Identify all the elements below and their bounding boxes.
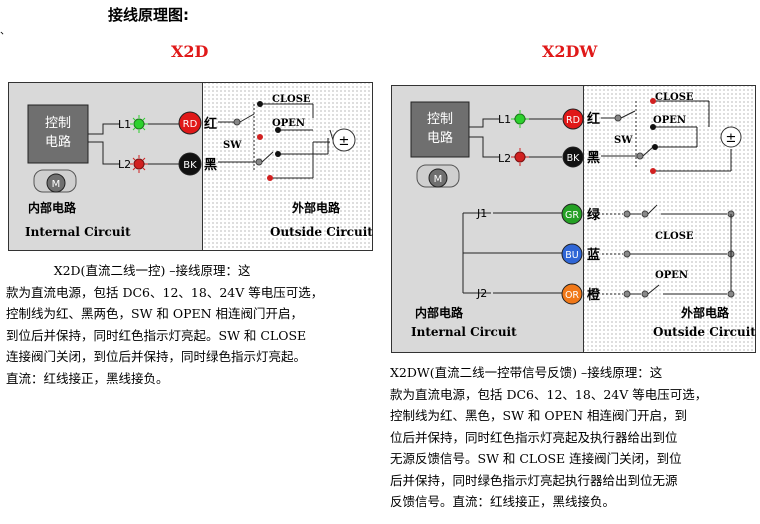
- controller-label-2: 电路: [45, 134, 71, 150]
- internal-circuit-cn: 内部电路: [28, 200, 77, 215]
- red-wire-label: 红: [204, 116, 217, 132]
- controller-box: [410, 101, 470, 158]
- internal-circuit-en: Internal Circuit: [411, 325, 517, 339]
- l2-label: L2: [498, 152, 511, 165]
- red-wire-label: 红: [587, 111, 600, 127]
- black-wire-label: 黑: [204, 158, 217, 173]
- motor-icon: [428, 168, 448, 188]
- green-indicator-icon: [130, 115, 148, 133]
- rd-terminal: [562, 108, 584, 130]
- bu-terminal: [561, 243, 583, 265]
- open-label: OPEN: [653, 115, 686, 126]
- outside-circuit-cn: 外部电路: [292, 200, 341, 215]
- controller-label-2: 电路: [427, 130, 453, 146]
- left-model-title: X2D: [171, 42, 209, 61]
- close-label: CLOSE: [272, 94, 311, 105]
- green-wire-label: 绿: [587, 207, 601, 223]
- svg-text:±: ±: [726, 131, 737, 146]
- internal-circuit-cn: 内部电路: [415, 305, 464, 320]
- svg-text:OR: OR: [565, 290, 579, 301]
- sw-label: SW: [223, 140, 242, 151]
- motor-icon: [46, 173, 66, 193]
- j1-label: J1: [476, 207, 487, 220]
- svg-text:BK: BK: [183, 160, 197, 171]
- internal-circuit-en: Internal Circuit: [25, 225, 131, 239]
- feedback-open-label: OPEN: [655, 270, 688, 281]
- x2dw-description: X2DW(直流二线一控带信号反馈) –接线原理：这 款为直流电源，包括 DC6、…: [390, 365, 708, 509]
- page-heading: 接线原理图:: [108, 6, 189, 24]
- red-indicator-icon: [130, 155, 148, 173]
- power-source-icon: [720, 126, 742, 148]
- outside-circuit-cn: 外部电路: [681, 305, 730, 320]
- controller-label-1: 控制: [45, 116, 71, 131]
- controller-label-1: 控制: [427, 112, 453, 127]
- outside-panel: [202, 82, 373, 251]
- or-terminal: [561, 283, 583, 305]
- feedback-close-label: CLOSE: [655, 231, 694, 242]
- x2d-description: X2D(直流二线一控) –接线原理：这 款为直流电源，包括 DC6、12、18、…: [6, 263, 324, 386]
- svg-text:±: ±: [339, 134, 350, 149]
- gr-terminal: [561, 203, 583, 225]
- rd-terminal: [178, 111, 202, 135]
- outside-circuit-en: Outside Circuit: [270, 225, 373, 239]
- close-label: CLOSE: [655, 92, 694, 103]
- l2-label: L2: [118, 158, 131, 171]
- stray-mark: 、: [0, 26, 10, 37]
- svg-text:BK: BK: [567, 153, 581, 164]
- blue-wire-label: 蓝: [587, 247, 600, 263]
- l1-label: L1: [118, 118, 131, 131]
- svg-text:M: M: [52, 179, 61, 190]
- svg-text:M: M: [434, 174, 443, 185]
- j2-label: J2: [476, 287, 487, 300]
- green-indicator-icon: [511, 110, 529, 128]
- right-model-title: X2DW: [542, 42, 598, 61]
- svg-text:RD: RD: [183, 119, 198, 130]
- black-wire-label: 黑: [587, 151, 600, 166]
- svg-text:GR: GR: [565, 210, 579, 221]
- l1-label: L1: [498, 113, 511, 126]
- open-label: OPEN: [272, 118, 305, 129]
- bk-terminal: [562, 146, 584, 168]
- sw-label: SW: [614, 135, 633, 146]
- bk-terminal: [178, 152, 202, 176]
- outside-circuit-en: Outside Circuit: [653, 325, 756, 339]
- red-indicator-icon: [511, 148, 529, 166]
- controller-box: [27, 104, 89, 164]
- x2d-wiring-diagram: 控制 电路 M L1 L2 RD BK 红 黑 SW CLOSE OPEN ± …: [8, 82, 373, 251]
- orange-wire-label: 橙: [587, 287, 601, 303]
- x2dw-wiring-diagram: 控制 电路 M L1 L2 RD BK 红 黑 SW CLOSE OPEN ± …: [391, 85, 756, 353]
- svg-text:RD: RD: [566, 115, 580, 126]
- svg-text:BU: BU: [565, 250, 579, 261]
